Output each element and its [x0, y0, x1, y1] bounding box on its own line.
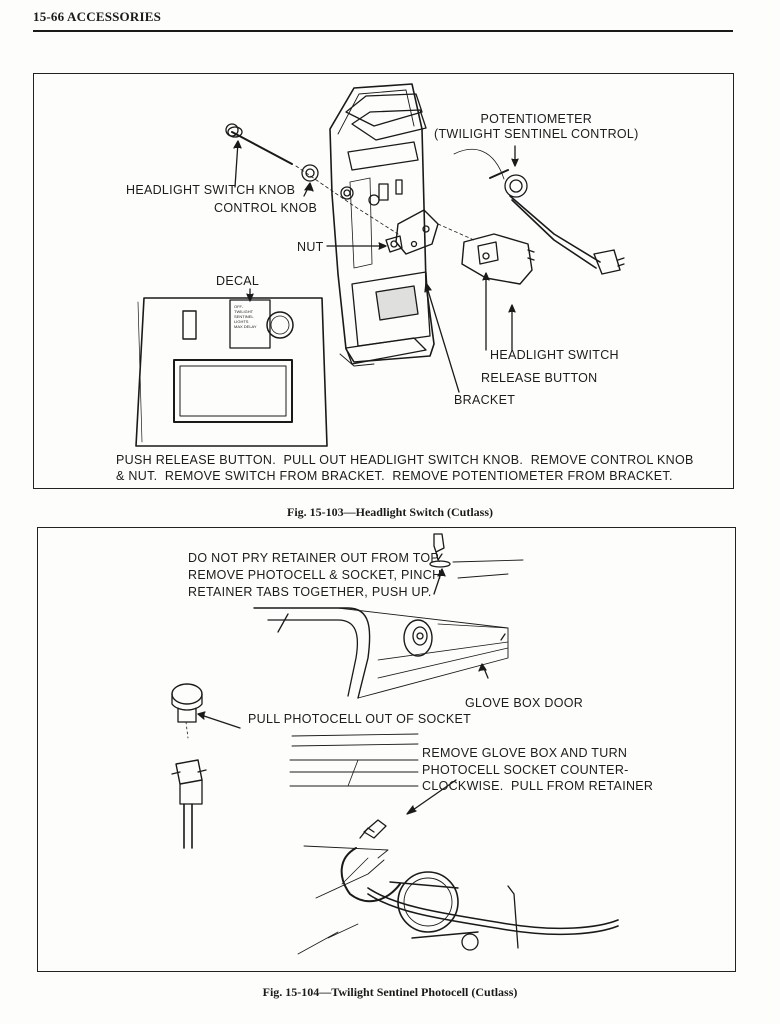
photocell-illustration [171, 533, 619, 955]
decal-text: OFF- TWILIGHT SENTINEL LIGHTS MAX DELAY [234, 304, 257, 329]
label-control-knob: CONTROL KNOB [214, 201, 318, 215]
label-headlight-switch: HEADLIGHT SWITCH [490, 348, 619, 362]
label-potentiometer: POTENTIOMETER (TWILIGHT SENTINEL CONTROL… [434, 112, 639, 141]
figure-caption-15-103: Fig. 15-103—Headlight Switch (Cutlass) [286, 505, 493, 519]
label-pull-photocell: PULL PHOTOCELL OUT OF SOCKET [248, 712, 472, 726]
label-do-not-pry: DO NOT PRY RETAINER OUT FROM TOP. REMOVE… [188, 551, 442, 599]
label-nut: NUT [297, 240, 324, 254]
figure-photocell: DO NOT PRY RETAINER OUT FROM TOP. REMOVE… [37, 527, 736, 972]
instructions-text: PUSH RELEASE BUTTON. PULL OUT HEADLIGHT … [116, 453, 694, 483]
header-rule [33, 30, 733, 32]
headlight-switch-illustration [135, 83, 625, 447]
page-header: 15-66 ACCESSORIES [33, 9, 162, 24]
figure-headlight-switch: OFF- TWILIGHT SENTINEL LIGHTS MAX DELAY … [33, 73, 734, 489]
label-release-button: RELEASE BUTTON [481, 371, 598, 385]
label-bracket: BRACKET [454, 393, 516, 407]
label-decal: DECAL [216, 274, 260, 288]
label-headlight-switch-knob: HEADLIGHT SWITCH KNOB [126, 183, 296, 197]
label-glove-box-door: GLOVE BOX DOOR [465, 696, 584, 710]
figure-caption-15-104: Fig. 15-104—Twilight Sentinel Photocell … [262, 985, 518, 999]
label-remove-glove-box: REMOVE GLOVE BOX AND TURN PHOTOCELL SOCK… [422, 746, 654, 793]
